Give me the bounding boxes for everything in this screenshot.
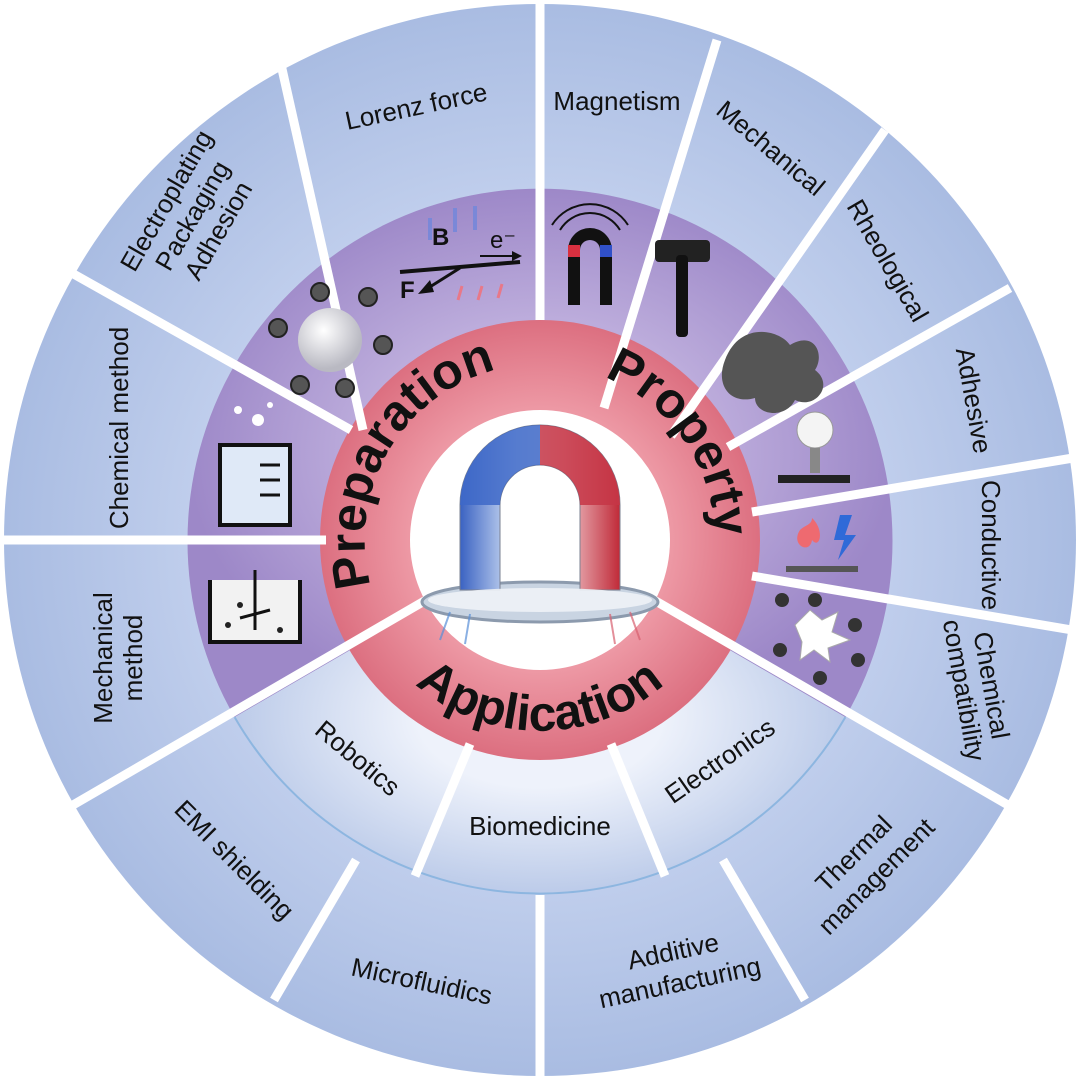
conductivity-icon	[786, 515, 858, 572]
magnet-property-icon	[551, 203, 629, 305]
application-band-rim	[233, 716, 847, 895]
magnetism-label: Magnetism	[553, 86, 680, 116]
rheology-splash-icon	[721, 331, 824, 413]
chemical-method-label: Chemical method	[104, 327, 134, 529]
divider-lines	[4, 4, 1074, 1076]
adhesion-probe-icon	[778, 411, 850, 483]
svg-text:F: F	[400, 277, 415, 304]
biomedicine-label: Biomedicine	[469, 811, 611, 841]
coated-particle-icon	[268, 282, 393, 398]
svg-text:e⁻: e⁻	[490, 227, 516, 254]
mechanical-method-label: Mechanical method	[88, 592, 148, 724]
conductive-label: Conductive	[976, 480, 1006, 610]
magnet-illustration	[420, 424, 660, 645]
beaker-icon	[218, 402, 292, 527]
svg-text:B: B	[432, 224, 449, 251]
hammer-icon	[655, 240, 710, 337]
chemical-compatibility-icon	[773, 593, 865, 685]
svg-text:Mechanical: Mechanical	[88, 592, 118, 724]
svg-text:method: method	[118, 615, 148, 702]
mixer-icon	[208, 570, 302, 644]
lorentz-force-icon: B e⁻ F	[399, 206, 522, 304]
